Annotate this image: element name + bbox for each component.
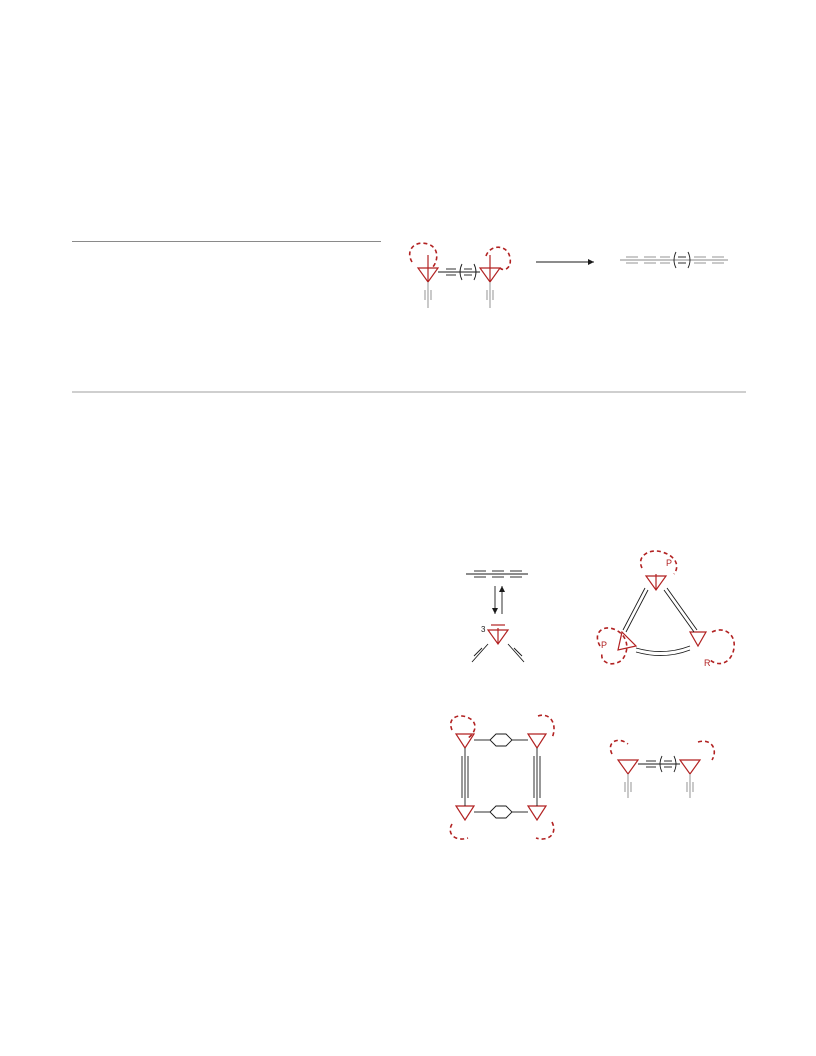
square-macrocycle bbox=[449, 714, 555, 840]
triplet-superscript: 3 bbox=[481, 625, 486, 634]
atom-label-p-left: P bbox=[601, 640, 607, 650]
left-ring-dashed bbox=[408, 242, 438, 269]
section-divider-rule bbox=[72, 391, 746, 393]
equilibrium-scheme: 3 bbox=[466, 570, 528, 663]
top-reactant-molecule bbox=[408, 242, 512, 308]
right-ring-dashed bbox=[485, 246, 512, 271]
top-divider-rule bbox=[72, 241, 381, 242]
atom-label-p-top: P bbox=[666, 558, 672, 568]
bottom-dimer-molecule bbox=[609, 739, 716, 798]
triangular-macrocycle: P P R bbox=[596, 550, 735, 668]
atom-label-r-right: R bbox=[704, 658, 711, 668]
top-product-polyyne bbox=[620, 251, 728, 269]
reaction-arrow bbox=[536, 259, 594, 265]
